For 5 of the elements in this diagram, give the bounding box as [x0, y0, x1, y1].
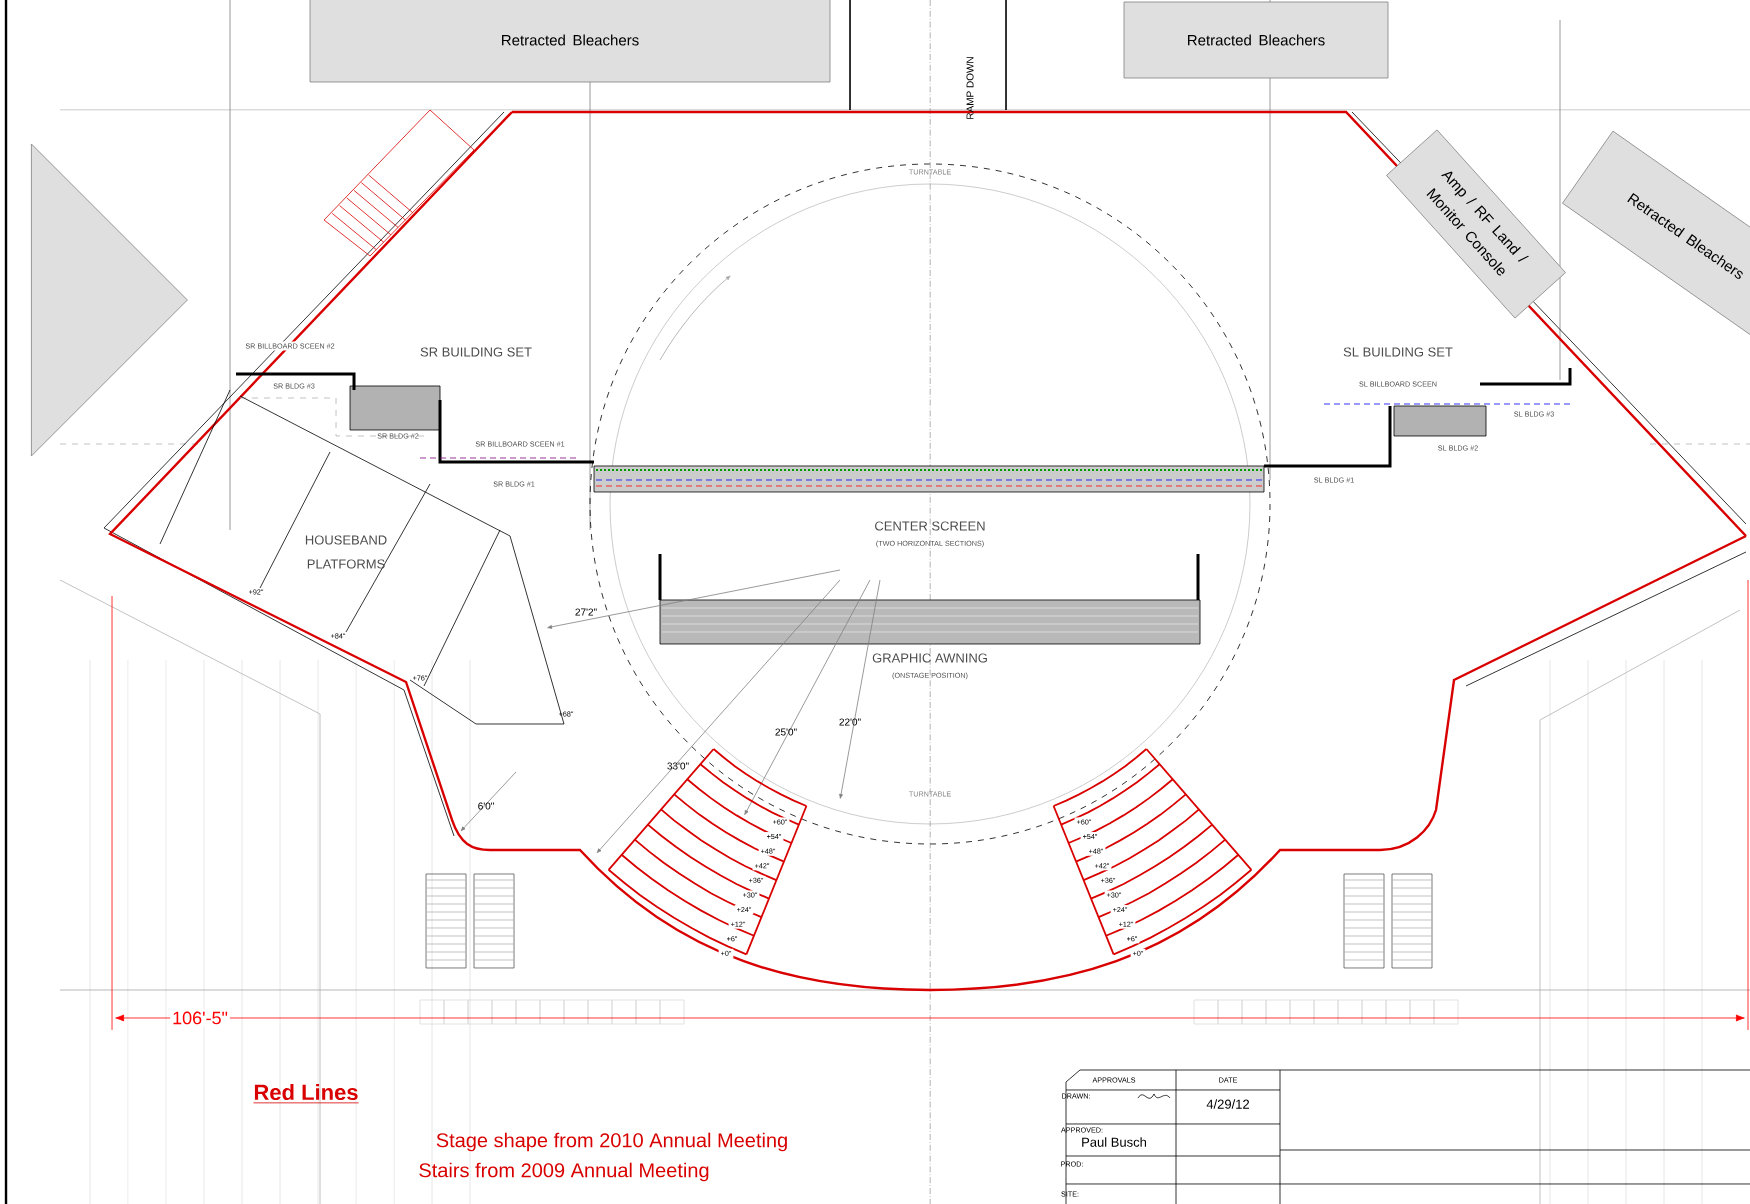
note-text: Stairs from 2009 Annual Meeting: [419, 1162, 709, 1182]
dimension-label: 106'-5": [170, 1009, 230, 1027]
note-text: Stage shape from 2010 Annual Meeting: [436, 1132, 787, 1152]
legend-heading: Red Lines: [253, 1083, 359, 1104]
bleacher-section: [31, 143, 188, 457]
